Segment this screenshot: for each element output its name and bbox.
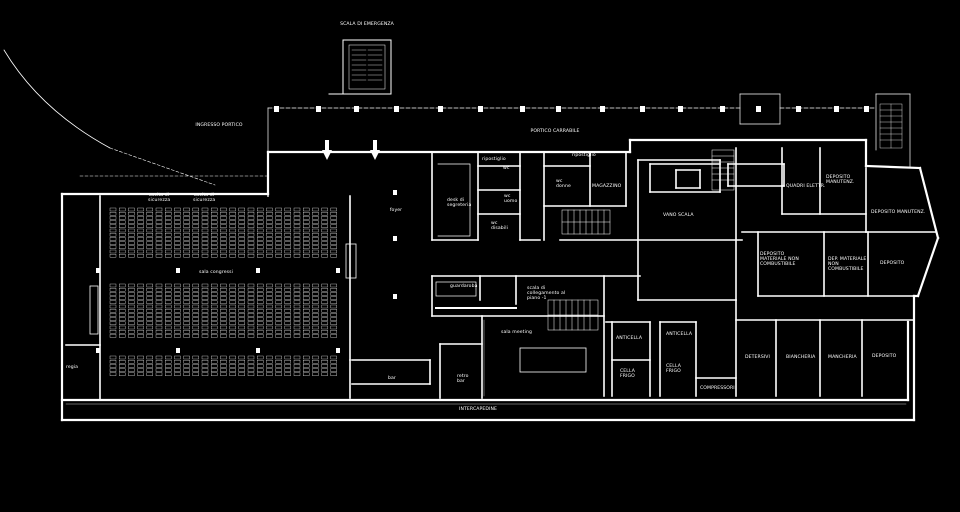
portico-column [756, 106, 761, 112]
portico-column [354, 106, 359, 112]
label-dep-materiale: DEP. MATERIALE NON COMBUSTIBILE [828, 257, 867, 273]
label-mancheria: MANCHERIA [828, 355, 857, 360]
meeting-table [519, 347, 587, 373]
emergency-stair [328, 39, 392, 95]
portico-column [274, 106, 279, 112]
congress-seating [109, 207, 337, 376]
label-deposito-manut-1: DEPOSITO MANUTENZ. [826, 175, 855, 186]
label-quadri-elettr: QUADRI ELETTR. [786, 184, 826, 189]
link-stair [547, 299, 599, 331]
label-ingresso-portico: INGRESSO PORTICO [195, 123, 243, 128]
portico-column [600, 106, 605, 112]
portico-column [640, 106, 645, 112]
label-magazzino: MAGAZZINO [592, 184, 622, 189]
portico-columns [274, 106, 869, 112]
label-cella-frigo-1: CELLA FRIGO [620, 369, 635, 380]
portico-column [556, 106, 561, 112]
label-deposito-materiale: DEPOSITO MATERIALE NON COMBUSTIBILE [760, 252, 799, 268]
interior-walls [351, 147, 937, 399]
label-anticella-1: ANTICELLA [616, 336, 643, 341]
label-uscita-sicurezza-2: uscita di sicurezza [193, 193, 216, 204]
label-ripostiglio-1: ripostiglio [482, 157, 506, 162]
label-wc-1: wc [503, 166, 510, 171]
access-road-curve [3, 49, 111, 149]
label-biancheria: BIANCHERIA [786, 355, 816, 360]
label-compressori: COMPRESSORI [700, 386, 735, 391]
label-wc-donne: wc donne [556, 179, 571, 190]
portico-column [394, 106, 399, 112]
exterior-walls [60, 138, 940, 422]
vano-stair [711, 149, 735, 191]
service-stair-right [879, 103, 903, 149]
portico-column [796, 106, 801, 112]
label-ripostiglio-2: ripostiglio [572, 153, 596, 158]
label-sala-meeting: sala meeting [501, 330, 532, 335]
label-scala-collegamento: scala di collegamento al piano -1 [527, 286, 566, 302]
bar-counter [435, 281, 477, 297]
core-stair [561, 209, 611, 235]
portico-column [316, 106, 321, 112]
label-guardaroba: guardaroba [450, 284, 478, 289]
entrance-arrows [322, 140, 380, 160]
portico-column [864, 106, 869, 112]
label-portico-carrabile: PORTICO CARRABILE [530, 129, 580, 134]
access-road-line [109, 147, 216, 186]
label-scala-emergenza: SCALA DI EMERGENZA [340, 22, 394, 27]
label-intercapedine: INTERCAPEDINE [458, 407, 498, 412]
label-detersivi: DETERSIVI [745, 355, 771, 360]
label-deposito-1: DEPOSITO [880, 261, 905, 266]
label-retro-bar: retro bar [457, 374, 469, 385]
podium [89, 285, 99, 335]
portico-column [478, 106, 483, 112]
foyer-kiosk [345, 243, 357, 279]
label-wc-uomo: wc uomo [504, 194, 518, 205]
label-deposito-manut-2: DEPOSITO MANUTENZ. [871, 210, 926, 215]
label-cella-frigo-2: CELLA FRIGO [666, 364, 681, 375]
label-desk-segreteria: desk di segreteria [447, 198, 472, 209]
label-deposito-2: DEPOSITO [872, 354, 897, 359]
label-bar: bar [388, 376, 396, 381]
label-anticella-2: ANTICELLA [666, 332, 693, 337]
label-foyer: foyer [389, 208, 403, 213]
portico-column [520, 106, 525, 112]
label-uscita-sicurezza-1: uscita di sicurezza [148, 193, 171, 204]
label-regia: regia [65, 365, 79, 370]
hall-pillars [96, 190, 397, 353]
portico-column [678, 106, 683, 112]
portico-column [834, 106, 839, 112]
reception-desk [437, 163, 471, 237]
label-vano-scala: VANO SCALA [663, 213, 694, 218]
label-wc-disabili: wc disabili [491, 221, 508, 232]
portico-column [438, 106, 443, 112]
label-sala-congressi: sala congressi [198, 270, 234, 275]
portico-column [720, 106, 725, 112]
